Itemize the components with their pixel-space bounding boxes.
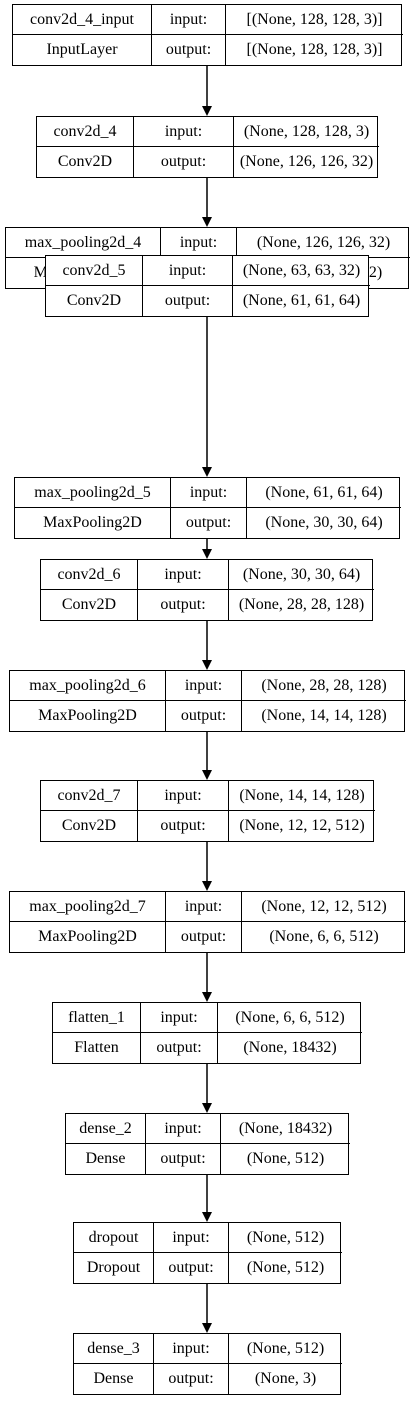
- output-label: output:: [143, 286, 233, 316]
- layer-name: flatten_1: [53, 1003, 141, 1033]
- input-shape: (None, 12, 12, 512): [242, 892, 406, 922]
- input-label: input:: [161, 228, 237, 258]
- input-shape: (None, 512): [229, 1223, 342, 1253]
- input-shape: (None, 126, 126, 32): [237, 228, 410, 258]
- edge-arrowhead: [202, 1212, 212, 1222]
- input-shape: (None, 18432): [221, 1114, 350, 1144]
- output-label: output:: [154, 1253, 229, 1283]
- output-label: output:: [152, 35, 226, 65]
- layer-type: Dropout: [74, 1253, 154, 1283]
- layer-name: max_pooling2d_4: [6, 228, 161, 258]
- output-shape: (None, 61, 61, 64): [242, 292, 361, 309]
- edge-arrowhead: [202, 992, 212, 1002]
- output-label: output:: [138, 811, 229, 841]
- input-label: input:: [134, 117, 234, 147]
- layer-type: Conv2D: [41, 811, 138, 841]
- output-label: output:: [138, 590, 229, 620]
- output-shape: (None, 3): [254, 1370, 317, 1387]
- layer-name: conv2d_5: [46, 256, 143, 286]
- output-shape: (None, 28, 28, 128): [238, 596, 365, 613]
- output-shape: (None, 512): [246, 1259, 325, 1276]
- layer-type: Conv2D: [46, 286, 143, 316]
- output-shape: (None, 18432): [243, 1039, 337, 1056]
- input-label: input:: [154, 1334, 229, 1364]
- layer-type: InputLayer: [13, 35, 152, 65]
- input-shape: (None, 14, 14, 128): [229, 781, 375, 811]
- layer-name: conv2d_4: [37, 117, 134, 147]
- output-label: output:: [134, 147, 234, 177]
- layer-name: dropout: [74, 1223, 154, 1253]
- input-shape: (None, 61, 61, 64): [247, 478, 401, 508]
- input-label: input:: [138, 560, 229, 590]
- output-shape: (None, 6, 6, 512): [269, 928, 379, 945]
- edge-arrowhead: [202, 1103, 212, 1113]
- layer-name: max_pooling2d_5: [15, 478, 171, 508]
- input-label: input:: [143, 256, 233, 286]
- input-label: input:: [154, 1223, 229, 1253]
- edge-arrowhead: [202, 467, 212, 477]
- layer-type: Conv2D: [37, 147, 134, 177]
- input-label: input:: [138, 781, 229, 811]
- input-shape: [(None, 128, 128, 3)]: [226, 5, 403, 35]
- output-shape: (None, 14, 14, 128): [261, 707, 387, 724]
- layer-type: MaxPooling2D: [15, 508, 171, 538]
- input-label: input:: [166, 892, 242, 922]
- layer-type: Dense: [66, 1144, 146, 1174]
- layer-name: max_pooling2d_7: [10, 892, 166, 922]
- edge-arrowhead: [202, 660, 212, 670]
- output-label: output:: [141, 1033, 218, 1063]
- layer-name: conv2d_7: [41, 781, 138, 811]
- output-label: output:: [171, 508, 247, 538]
- output-label: output:: [146, 1144, 221, 1174]
- layer-name: dense_3: [74, 1334, 154, 1364]
- edge-arrowhead: [202, 770, 212, 780]
- layer-name: conv2d_4_input: [13, 5, 152, 35]
- edge-arrowhead: [202, 1323, 212, 1333]
- output-shape: (None, 30, 30, 64): [265, 514, 383, 531]
- input-shape: (None, 128, 128, 3): [234, 117, 379, 147]
- input-label: input:: [141, 1003, 218, 1033]
- edge-arrowhead: [202, 217, 212, 227]
- input-shape: (None, 6, 6, 512): [218, 1003, 362, 1033]
- layer-type: MaxPooling2D: [10, 701, 166, 731]
- layer-type: Flatten: [53, 1033, 141, 1063]
- output-shape: (None, 126, 126, 32): [239, 153, 374, 170]
- layer-type: MaxPooling2D: [10, 922, 166, 952]
- edge-arrowhead: [202, 881, 212, 891]
- layer-name: dense_2: [66, 1114, 146, 1144]
- layer-name: conv2d_6: [41, 560, 138, 590]
- layer-type: Dense: [74, 1364, 154, 1394]
- input-label: input:: [152, 5, 226, 35]
- output-shape: (None, 512): [246, 1150, 325, 1167]
- input-label: input:: [166, 671, 242, 701]
- edge-arrowhead: [202, 106, 212, 116]
- input-shape: (None, 28, 28, 128): [242, 671, 406, 701]
- layer-name: max_pooling2d_6: [10, 671, 166, 701]
- input-shape: (None, 30, 30, 64): [229, 560, 374, 590]
- edge-arrowhead: [202, 549, 212, 559]
- input-label: input:: [146, 1114, 221, 1144]
- output-shape: [(None, 128, 128, 3)]: [246, 41, 383, 58]
- layer-type: Conv2D: [41, 590, 138, 620]
- input-label: input:: [171, 478, 247, 508]
- input-shape: (None, 512): [229, 1334, 342, 1364]
- input-shape: (None, 63, 63, 32): [233, 256, 370, 286]
- output-label: output:: [154, 1364, 229, 1394]
- output-shape: (None, 12, 12, 512): [239, 817, 365, 834]
- output-label: output:: [166, 922, 242, 952]
- output-label: output:: [166, 701, 242, 731]
